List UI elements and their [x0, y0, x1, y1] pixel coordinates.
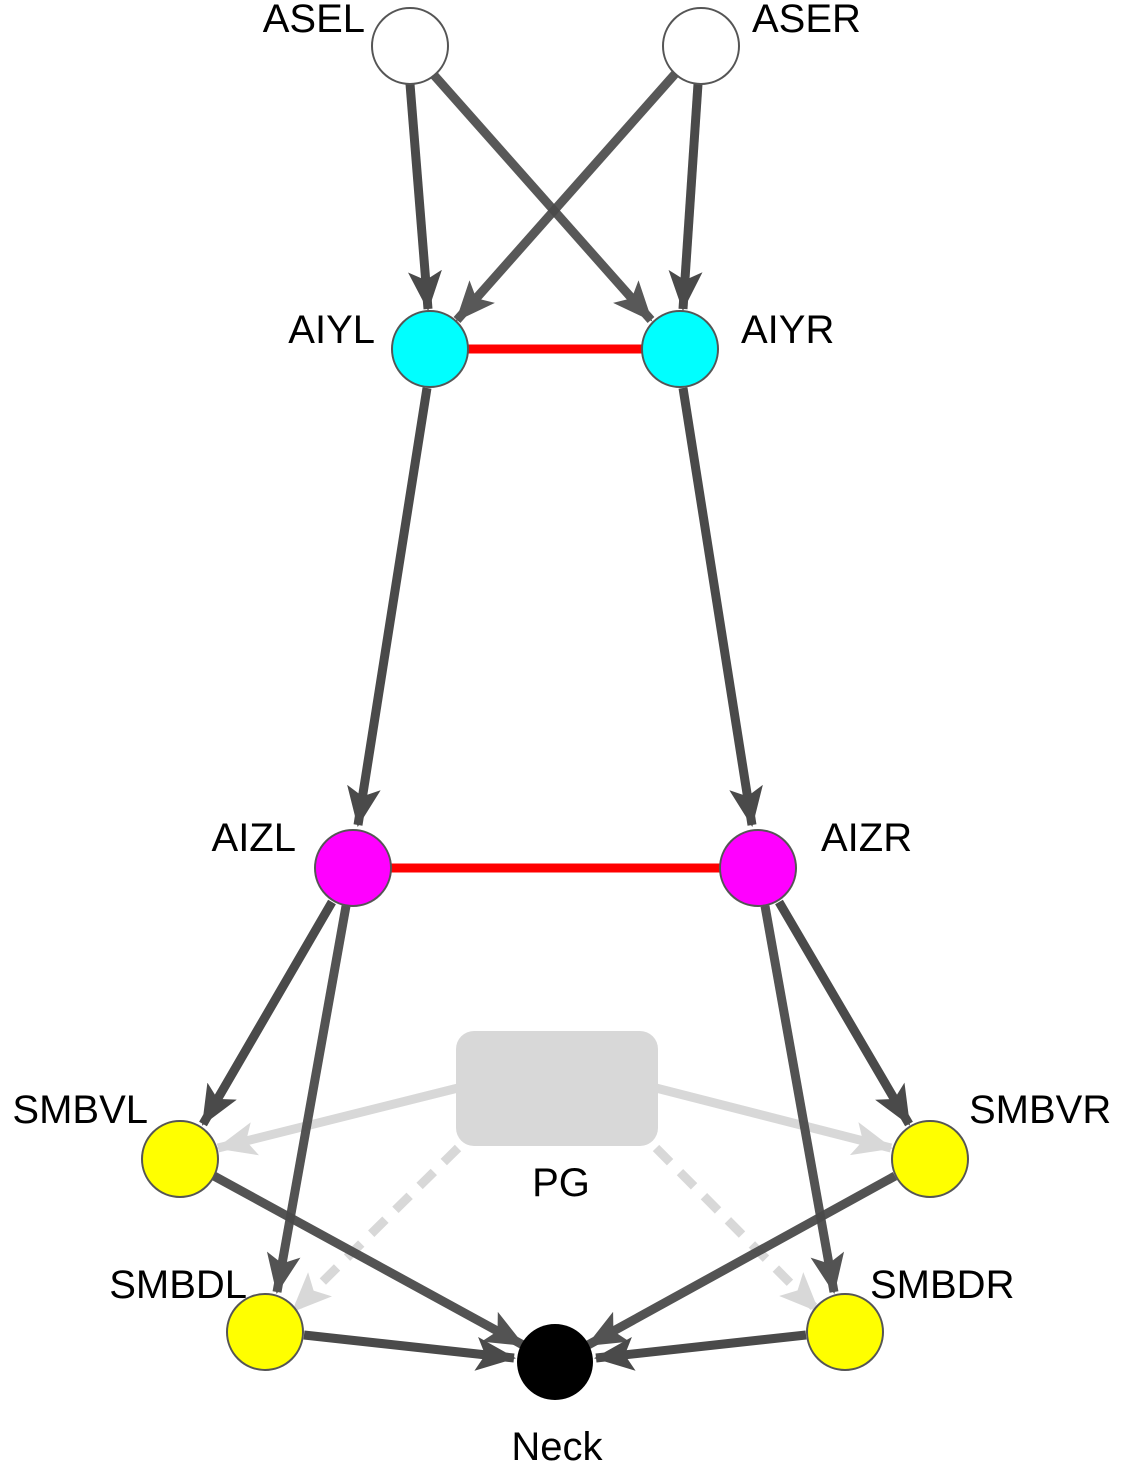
- node-aizr-label: AIZR: [821, 816, 912, 860]
- edge-asel-aiyl: [405, 83, 442, 311]
- node-aizr: AIZR: [719, 816, 912, 907]
- node-smbdl-circle: [226, 1293, 304, 1371]
- edge-pg-smbdr: [652, 1144, 822, 1315]
- edge-aiyr-aizr: [678, 387, 763, 827]
- edge-pg-smbdl: [289, 1144, 462, 1315]
- node-aiyl: AIYL: [288, 308, 469, 388]
- node-smbvr: SMBVR: [891, 1088, 1111, 1198]
- edge-pg-smbvr: [654, 1083, 893, 1156]
- node-aiyr-circle: [641, 310, 719, 388]
- pattern-generator-label: PG: [532, 1161, 590, 1205]
- edge-aizr-smbvr: [775, 899, 913, 1127]
- node-smbvl: SMBVL: [12, 1088, 219, 1198]
- pattern-generator-box: [456, 1031, 658, 1146]
- edge-smbvl-neck: [211, 1172, 526, 1349]
- node-aizl: AIZL: [212, 816, 392, 907]
- node-smbdl-label: SMBDL: [109, 1263, 247, 1307]
- edge-aiyl-aizl: [347, 387, 432, 827]
- node-aiyr: AIYR: [641, 308, 834, 388]
- node-smbvr-circle: [891, 1120, 969, 1198]
- edge-aser-aiyl: [453, 71, 679, 323]
- edge-aizl-smbdl: [266, 905, 351, 1294]
- edge-aser-aiyr: [668, 83, 703, 311]
- node-smbvr-label: SMBVR: [969, 1088, 1111, 1132]
- node-aizr-circle: [719, 829, 797, 907]
- edge-asel-aiyr: [429, 71, 655, 323]
- node-neck-label: Neck: [511, 1425, 603, 1463]
- node-aser-label: ASER: [752, 0, 861, 41]
- edge-smbdr-neck: [594, 1330, 807, 1371]
- node-smbdr: SMBDR: [806, 1263, 1014, 1371]
- edge-aizl-smbvl: [199, 899, 336, 1127]
- node-smbvl-circle: [141, 1120, 219, 1198]
- node-aser: ASER: [662, 0, 861, 85]
- pattern-generator: PG: [456, 1031, 658, 1205]
- node-neck-circle: [517, 1324, 593, 1400]
- node-aizl-circle: [314, 829, 392, 907]
- edge-aizr-smbdr: [760, 905, 845, 1294]
- edges-layer: [199, 71, 913, 1371]
- node-asel: ASEL: [263, 0, 449, 85]
- nodes-layer: ASEL ASER AIYL AIYR AIZL AIZR SMBVL SMB: [12, 0, 1111, 1463]
- edge-smbdl-neck: [303, 1330, 516, 1371]
- node-aiyr-label: AIYR: [741, 308, 834, 352]
- node-smbdr-circle: [806, 1293, 884, 1371]
- node-smbdl: SMBDL: [109, 1263, 304, 1371]
- edge-pg-smbvl: [216, 1083, 460, 1156]
- node-aser-circle: [662, 7, 740, 85]
- node-asel-circle: [371, 7, 449, 85]
- node-smbdr-label: SMBDR: [870, 1263, 1014, 1307]
- node-aiyl-circle: [391, 310, 469, 388]
- node-neck: Neck: [511, 1324, 604, 1463]
- edge-smbvr-neck: [585, 1172, 898, 1349]
- node-aizl-label: AIZL: [212, 816, 296, 860]
- node-smbvl-label: SMBVL: [12, 1088, 148, 1132]
- node-asel-label: ASEL: [263, 0, 365, 41]
- node-aiyl-label: AIYL: [288, 308, 375, 352]
